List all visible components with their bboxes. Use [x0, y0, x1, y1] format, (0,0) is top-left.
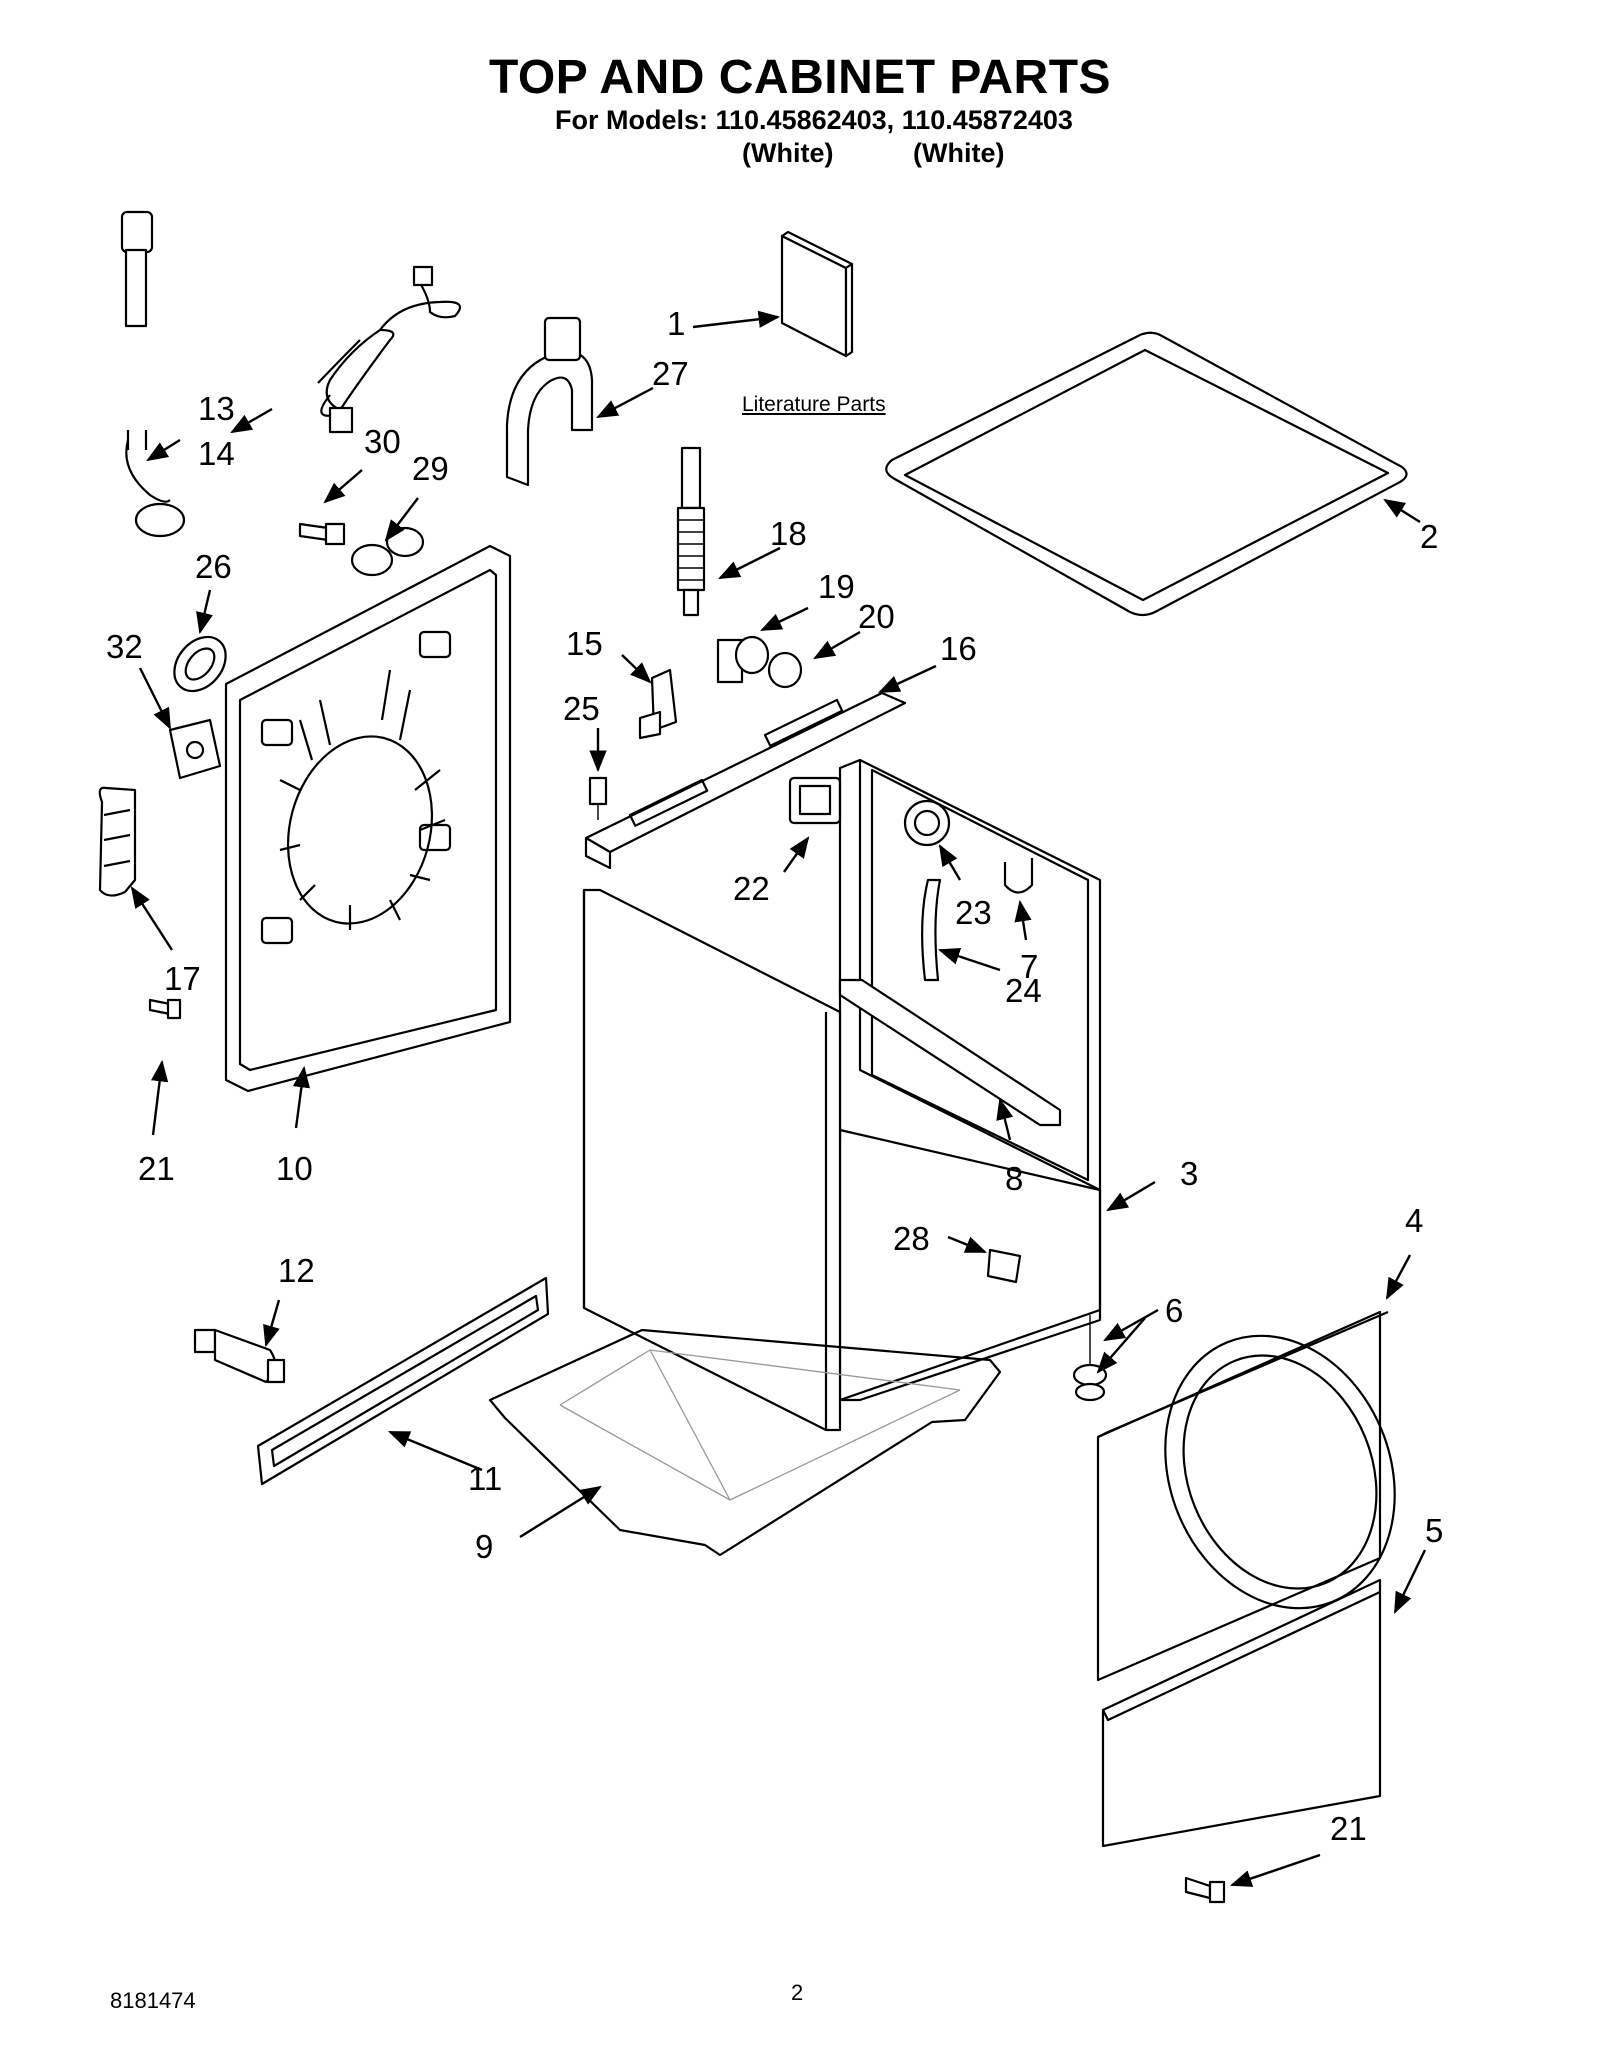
tube-part: [921, 878, 942, 982]
callout-4: 4: [1405, 1202, 1423, 1239]
kick-panel-part: [1101, 1578, 1382, 1848]
callout-28: 28: [893, 1220, 930, 1257]
callout-20: 20: [858, 598, 895, 635]
top-gasket-part: [885, 331, 1408, 617]
callout-15: 15: [566, 625, 603, 662]
screw-part: [148, 998, 182, 1020]
drain-hose-part: [676, 446, 706, 617]
callout-11: 11: [468, 1460, 502, 1497]
callout-24: 24: [1005, 972, 1042, 1009]
callout-17: 17: [164, 960, 201, 997]
screw-and-clamp-part: [298, 522, 425, 577]
callout-10: 10: [276, 1150, 313, 1187]
callout-9: 9: [475, 1528, 493, 1565]
callout-32: 32: [106, 628, 143, 665]
base-rail-part: [256, 1276, 550, 1486]
callout-16: 16: [940, 630, 977, 667]
callout-8: 8: [1005, 1160, 1023, 1197]
damper-part: [193, 1328, 286, 1384]
callout-21-front: 21: [1330, 1810, 1367, 1847]
callout-1: 1: [667, 305, 685, 342]
clip-part: [168, 718, 222, 780]
page-title: TOP AND CABINET PARTS: [488, 51, 1112, 104]
callout-7: 7: [1020, 948, 1038, 985]
bracket-part: [638, 668, 678, 740]
callout-19: 19: [818, 568, 855, 605]
harness-clip-part: [98, 786, 137, 897]
page-number: 2: [791, 1980, 804, 2005]
tab-part: [986, 1248, 1022, 1284]
callout-14: 14: [198, 435, 235, 472]
callout-labels: 1 2 3 4 5 6 7 8 9 10 11 12 13 14 15 16 1…: [106, 305, 1443, 1847]
model-numbers: For Models: 110.45862403, 110.45872403: [555, 105, 1073, 135]
power-cord-part: [317, 265, 462, 434]
callout-5: 5: [1425, 1512, 1443, 1549]
model-color-2: (White): [913, 138, 1005, 168]
callout-18: 18: [770, 515, 807, 552]
door-switch-part: [903, 799, 951, 847]
callout-22: 22: [733, 870, 770, 907]
callout-27: 27: [652, 355, 689, 392]
rear-panel-part: [224, 544, 512, 1093]
callout-26: 26: [195, 548, 232, 585]
pressure-switch-part: [788, 776, 842, 825]
callout-29: 29: [412, 450, 449, 487]
inlet-hose-part: [120, 210, 186, 538]
callout-30: 30: [364, 423, 401, 460]
document-number: 8181474: [110, 1988, 196, 2013]
callout-arrows: [130, 310, 1427, 1887]
callout-3: 3: [1180, 1155, 1198, 1192]
callout-6: 6: [1165, 1292, 1183, 1329]
literature-parts-label: Literature Parts: [742, 393, 886, 416]
literature-booklet-part: [780, 230, 854, 358]
hose-clip-part: [1003, 858, 1034, 894]
hose-hook-part: [505, 316, 594, 487]
front-panel-part: [1096, 1310, 1396, 1682]
grommet-part: [173, 635, 227, 693]
callout-23: 23: [955, 894, 992, 931]
drain-elbow-part: [716, 635, 803, 689]
callout-2: 2: [1420, 518, 1438, 555]
callout-13: 13: [198, 390, 235, 427]
callout-12: 12: [278, 1252, 315, 1289]
callout-25: 25: [563, 690, 600, 727]
top-rail-part: [584, 691, 907, 870]
cross-brace-part: [838, 978, 1062, 1127]
top-screw-part: [588, 776, 608, 820]
model-color-1: (White): [742, 138, 834, 168]
callout-21: 21: [138, 1150, 175, 1187]
side-panel-part: [582, 888, 842, 1432]
front-screw-part: [1184, 1876, 1226, 1904]
